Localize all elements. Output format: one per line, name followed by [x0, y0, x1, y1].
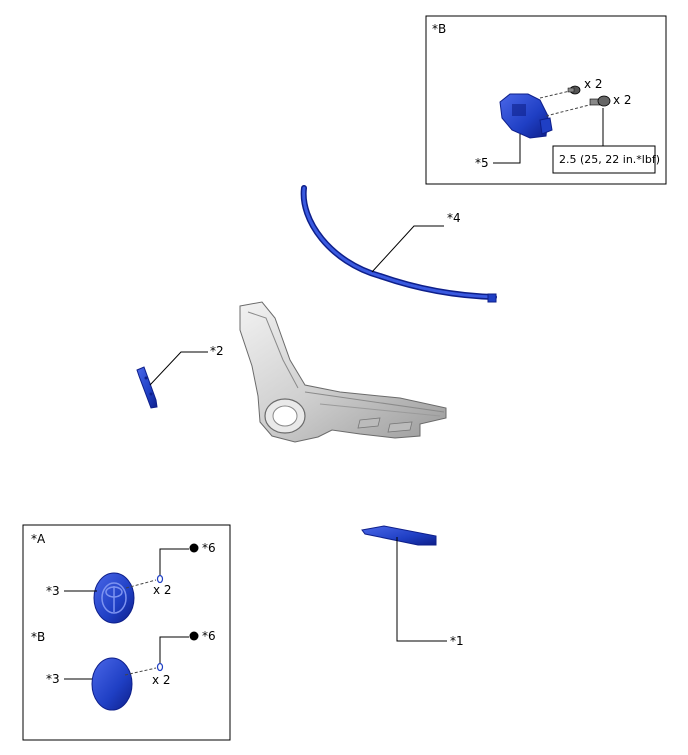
torque-box	[552, 145, 656, 174]
clip-b	[156, 662, 164, 672]
inset-frame	[425, 15, 667, 185]
callout-3b-label: *3	[46, 672, 60, 686]
callout-4-label: *4	[447, 211, 461, 225]
emblem-b	[91, 657, 133, 711]
callout-6b-label: *6	[202, 629, 216, 643]
small-screw	[539, 85, 581, 99]
inset-top-right: *B x 2 x 2 2.5 (25, 22 in.*lbf) *5	[425, 15, 667, 185]
apply-point-b-icon	[189, 631, 199, 641]
callout-6a-label: *6	[202, 541, 216, 555]
qty-clip-b: x 2	[152, 673, 171, 687]
inset-bottom-left: *A *3 *6 x 2 *B *3 *6 x 2	[22, 524, 231, 741]
qty-clip-a: x 2	[153, 583, 172, 597]
inset-label-b2: *B	[31, 630, 45, 644]
clip-b-dash	[124, 667, 157, 676]
callout-6a-leader	[159, 548, 189, 575]
callout-5-leader	[493, 134, 521, 164]
torque-spec: 2.5 (25, 22 in.*lbf)	[559, 153, 660, 166]
part-2-bracket	[136, 366, 158, 409]
part-5-sensor	[499, 93, 553, 139]
callout-1-label: *1	[450, 634, 464, 648]
bolt	[545, 95, 611, 117]
callout-6b-leader	[159, 636, 189, 663]
callout-2-leader	[149, 351, 208, 386]
inset-label-b: *B	[432, 22, 446, 36]
clip-a	[156, 574, 164, 584]
qty-bolt: x 2	[613, 93, 632, 107]
inset-frame	[22, 524, 231, 741]
part-1-strip	[361, 525, 437, 546]
apply-point-a-icon	[189, 543, 199, 553]
qty-small-screw: x 2	[584, 77, 603, 91]
radiator-grille	[239, 301, 447, 443]
emblem-a	[93, 572, 135, 624]
part-4-molding	[300, 185, 497, 303]
callout-1-leader	[396, 537, 447, 642]
callout-2-label: *2	[210, 344, 224, 358]
callout-5-label: *5	[475, 156, 489, 170]
callout-3a-label: *3	[46, 584, 60, 598]
inset-label-a: *A	[31, 532, 46, 546]
clip-a-dash	[125, 579, 157, 589]
callout-4-leader	[371, 225, 444, 273]
